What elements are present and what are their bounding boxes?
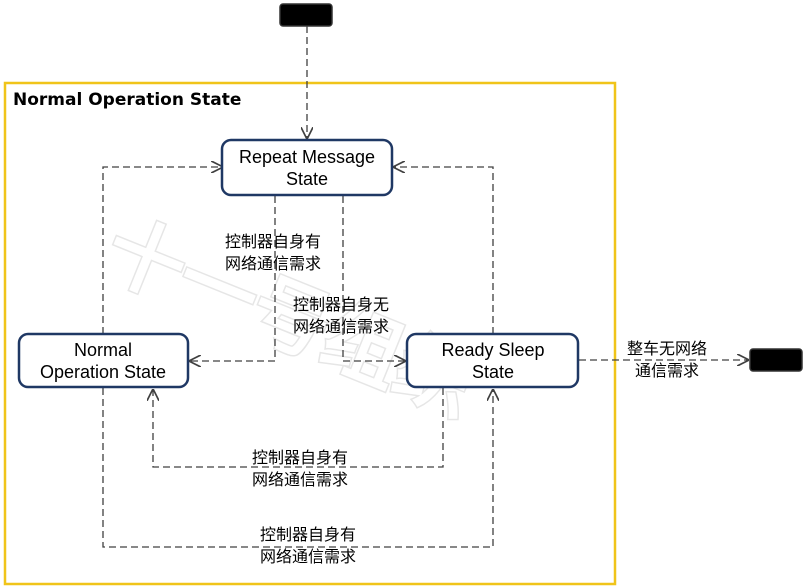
state-repeat-message-line1: Repeat Message [239,147,375,167]
initial-state [279,3,333,27]
state-repeat-message: Repeat Message State [220,138,394,197]
label-normal-to-ready: 控制器自身有 网络通信需求 [260,525,356,566]
label-repeat-to-normal: 控制器自身有 网络通信需求 [225,232,321,273]
state-ready-sleep-line1: Ready Sleep [441,340,544,360]
label-ready-to-final: 整车无网络 通信需求 [627,339,707,380]
label-normal-to-ready-line2: 网络通信需求 [260,547,356,566]
label-ready-to-final-line2: 通信需求 [635,361,699,380]
transition-repeat-to-normal [190,196,276,361]
transition-repeat-to-ready [342,196,405,361]
label-repeat-to-normal-line1: 控制器自身有 [225,232,321,251]
label-ready-to-normal: 控制器自身有 网络通信需求 [252,448,348,489]
final-state [749,348,803,372]
label-repeat-to-normal-line2: 网络通信需求 [225,254,321,273]
state-ready-sleep: Ready Sleep State [405,332,580,389]
state-ready-sleep-line2: State [472,362,514,382]
transition-normal-to-repeat [102,167,222,334]
label-ready-to-normal-line1: 控制器自身有 [252,448,348,467]
label-repeat-to-ready: 控制器自身无 网络通信需求 [293,295,389,336]
state-repeat-message-line2: State [286,169,328,189]
container-border [3,81,617,586]
transition-ready-to-repeat [394,167,494,334]
label-repeat-to-ready-line1: 控制器自身无 [293,295,389,314]
state-normal-operation-line2: Operation State [40,362,166,382]
state-normal-operation-line1: Normal [74,340,132,360]
label-repeat-to-ready-line2: 网络通信需求 [293,317,389,336]
state-normal-operation: Normal Operation State [17,332,190,389]
container-title: Normal Operation State [13,90,241,110]
transition-ready-to-normal [153,388,444,468]
transition-normal-to-ready [102,388,493,548]
label-normal-to-ready-line1: 控制器自身有 [260,525,356,544]
label-ready-to-final-line1: 整车无网络 [627,339,707,358]
label-ready-to-normal-line2: 网络通信需求 [252,470,348,489]
